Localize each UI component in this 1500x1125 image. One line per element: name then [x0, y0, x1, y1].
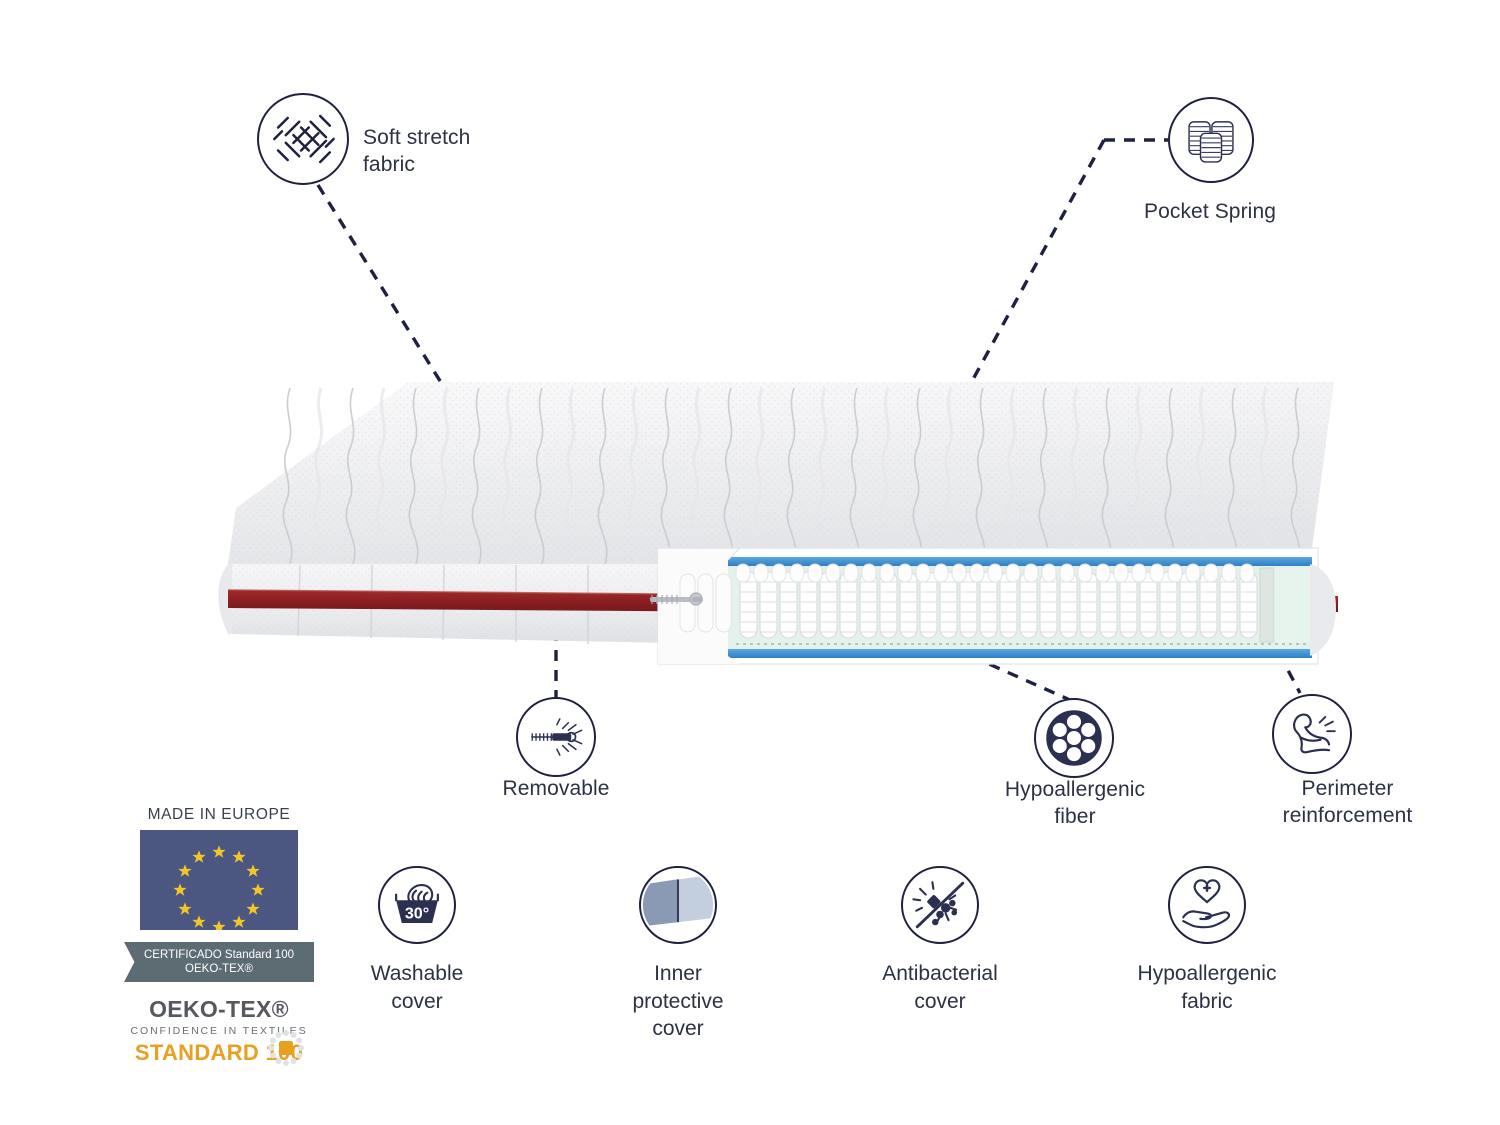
eu-flag-icon: [140, 830, 298, 930]
wash-temperature-text: 30°: [405, 904, 429, 922]
callout-label-removable: Removable: [502, 777, 610, 800]
perimeter-foam-block: [1259, 567, 1310, 643]
feature-washable-cover: 30° Washable cover: [317, 866, 517, 1015]
zipper-icon: [516, 697, 596, 777]
mattress-cutaway: [650, 547, 1338, 665]
callout-label-pocket-spring: Pocket Spring: [1143, 200, 1277, 223]
coil-springs-icon: [1168, 97, 1254, 183]
callout-label-hypoallergenic-fiber: Hypoallergenic fiber: [1004, 778, 1146, 829]
feature-label-inner-protective-cover: Inner protective cover: [632, 962, 724, 1041]
feature-inner-protective-cover: Inner protective cover: [578, 866, 778, 1043]
no-bacteria-icon: [901, 866, 979, 944]
feature-label-antibacterial-cover: Antibacterial cover: [882, 962, 998, 1013]
callout-label-perimeter-reinforcement: Perimeter reinforcement: [1282, 777, 1413, 828]
oeko-tex-logo: OEKO-TEX® CONFIDENCE IN TEXTILES STANDAR…: [124, 996, 314, 1066]
oeko-tex-name: OEKO-TEX®: [149, 996, 289, 1022]
certification-block: MADE IN EUROPE: [124, 806, 314, 1066]
zipper-pull-icon: [650, 592, 703, 606]
oeko-tex-tagline: CONFIDENCE IN TEXTILES: [130, 1025, 308, 1037]
woven-fabric-icon: [257, 93, 349, 185]
feature-hypoallergenic-fabric: Hypoallergenic fabric: [1107, 866, 1307, 1015]
feature-antibacterial-cover: Antibacterial cover: [840, 866, 1040, 1015]
oeko-tex-standard: STANDARD 100: [134, 1040, 304, 1065]
oeko-burst-icon: [268, 1030, 304, 1066]
hand-heart-plus-icon: [1168, 866, 1246, 944]
feature-label-washable-cover: Washable cover: [370, 962, 464, 1013]
callout-label-soft-stretch-fabric: Soft stretch fabric: [363, 126, 471, 177]
hollow-fiber-icon: [1034, 698, 1114, 778]
oeko-tex-ribbon: CERTIFICADO Standard 100 OEKO-TEX®: [124, 942, 314, 982]
fabric-layers-icon: [639, 866, 717, 944]
ribbon-line-1: CERTIFICADO Standard 100: [144, 948, 294, 961]
feature-label-hypoallergenic-fabric: Hypoallergenic fabric: [1137, 962, 1277, 1013]
mattress-illustration: [140, 368, 1340, 678]
ribbon-line-2: OEKO-TEX®: [185, 963, 253, 975]
pocket-spring-row: [679, 563, 1258, 639]
quilt-channels: [282, 387, 1301, 565]
wash-tub-hand-icon: 30°: [378, 866, 456, 944]
flexed-arm-icon: [1272, 694, 1352, 774]
made-in-europe-label: MADE IN EUROPE: [147, 806, 291, 823]
